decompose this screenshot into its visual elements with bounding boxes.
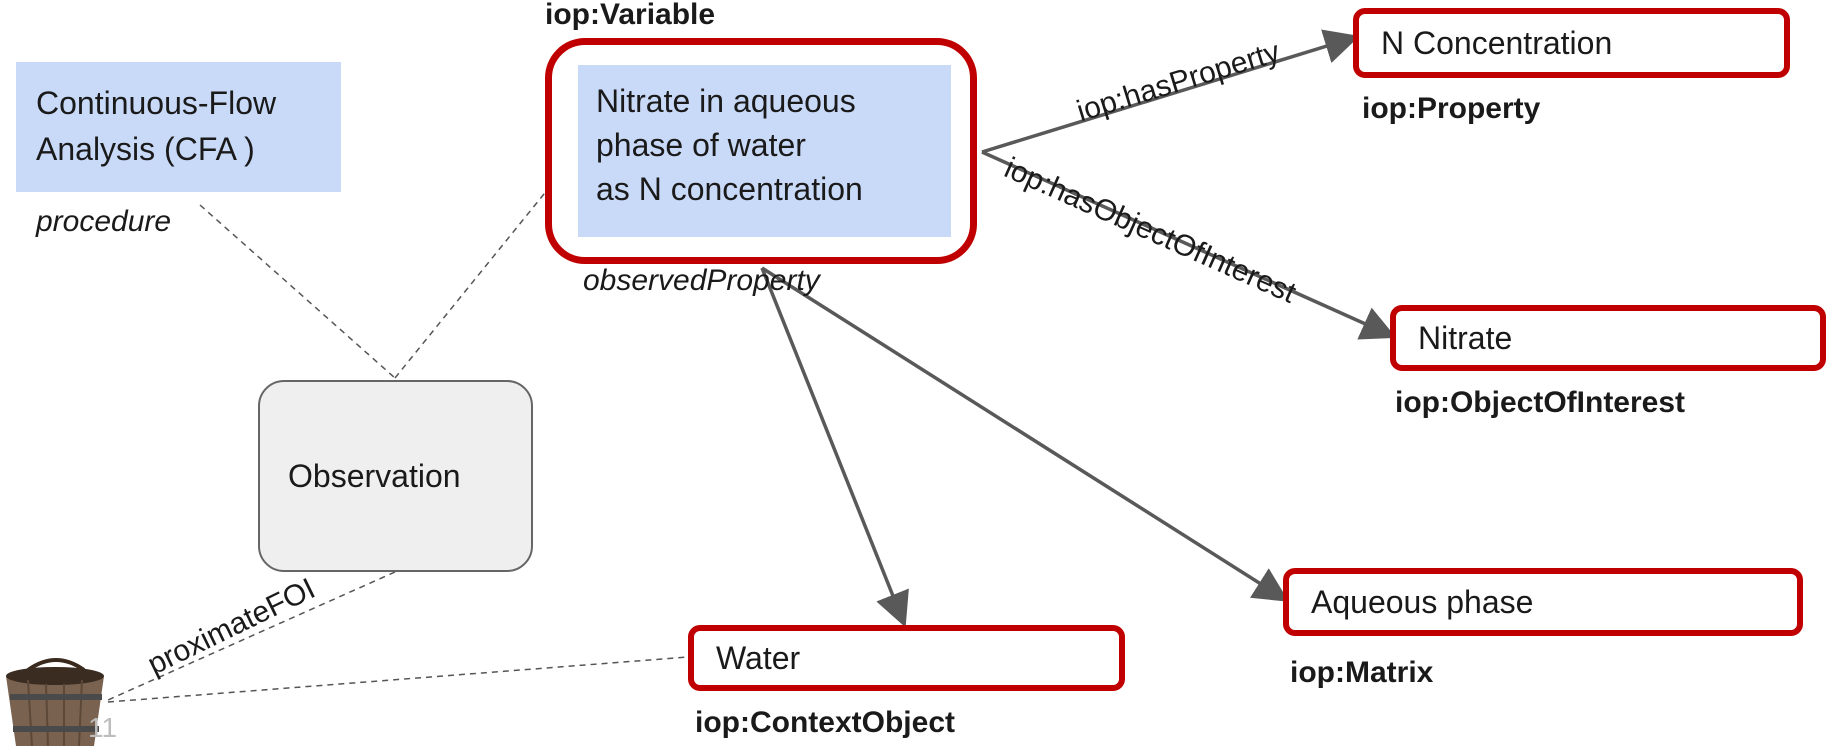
page-number: 11 (88, 712, 118, 743)
variable-type-label: iop:Variable (545, 0, 716, 31)
procedure-line-2: Analysis (CFA ) (36, 131, 255, 167)
context-object-arrow (760, 267, 909, 628)
procedure-link (199, 204, 396, 379)
matrix-value: Aqueous phase (1311, 583, 1534, 620)
property-type-label: iop:Property (1362, 92, 1541, 125)
wooden-bucket-icon (6, 658, 104, 746)
procedure-node[interactable]: Continuous-Flow Analysis (CFA ) (16, 62, 341, 192)
object-of-interest-type-label: iop:ObjectOfInterest (1395, 386, 1686, 419)
context-object-link (107, 656, 689, 703)
object-of-interest-value: Nitrate (1418, 319, 1513, 356)
observation-label: Observation (288, 457, 461, 494)
matrix-type-label: iop:Matrix (1290, 656, 1434, 689)
observation-node[interactable]: Observation (258, 380, 533, 572)
property-node[interactable]: N Concentration (1353, 8, 1790, 78)
context-object-value: Water (716, 639, 801, 676)
matrix-arrow (761, 266, 1289, 602)
procedure-role-label: procedure (36, 205, 172, 238)
variable-line-1: Nitrate in aqueous (596, 83, 856, 119)
proximate-foi-link (107, 571, 396, 701)
has-object-of-interest-arrow (981, 150, 1397, 340)
property-value: N Concentration (1381, 24, 1613, 61)
variable-text-box: Nitrate in aqueous phase of water as N c… (578, 65, 951, 237)
variable-line-3: as N concentration (596, 171, 863, 207)
context-object-type-label: iop:ContextObject (695, 706, 955, 739)
context-object-node[interactable]: Water (688, 625, 1125, 691)
matrix-node[interactable]: Aqueous phase (1283, 568, 1803, 636)
procedure-line-1: Continuous-Flow (36, 85, 277, 121)
variable-line-2: phase of water (596, 127, 806, 163)
object-of-interest-node[interactable]: Nitrate (1390, 305, 1826, 371)
has-property-arrow (981, 29, 1360, 154)
observed-property-label: observedProperty (583, 264, 820, 297)
